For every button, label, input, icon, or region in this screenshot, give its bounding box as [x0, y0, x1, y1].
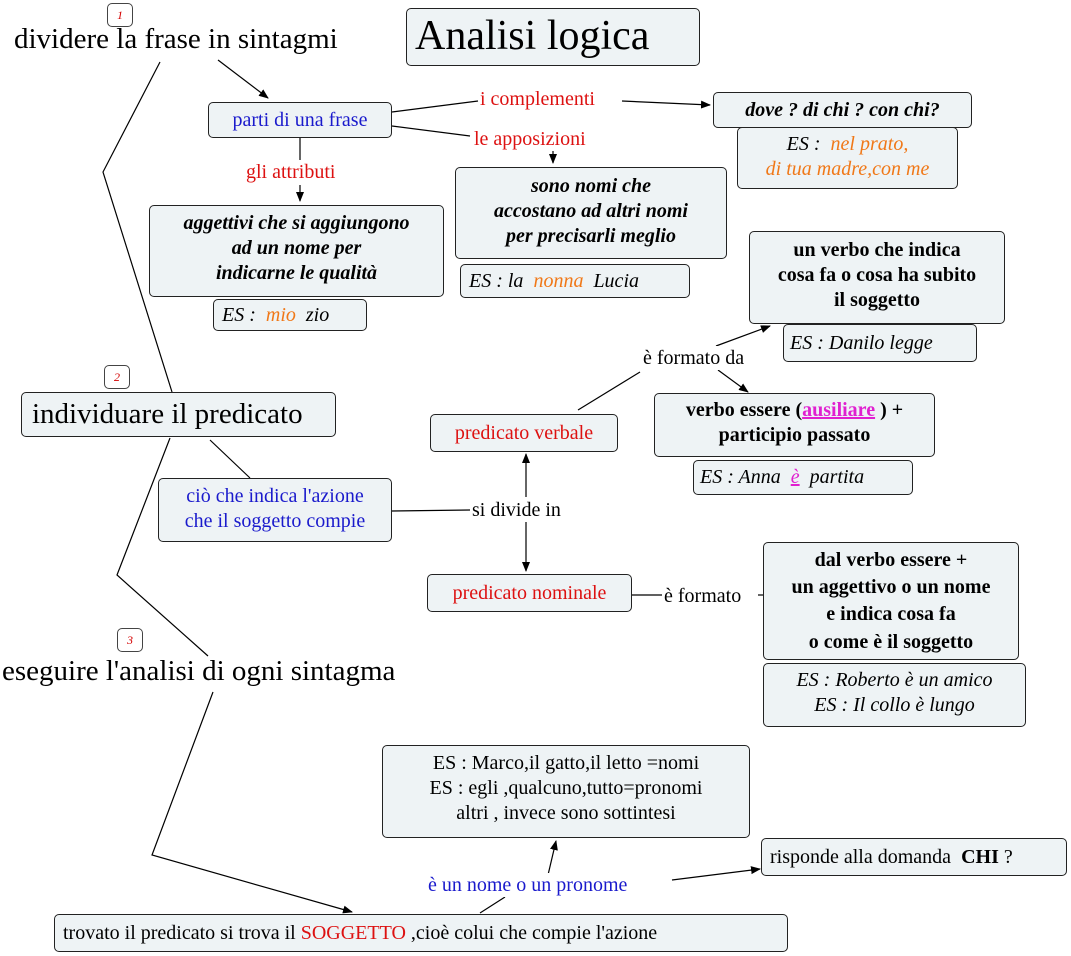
domanda-word: CHI: [961, 846, 999, 868]
apposizioni-es-prefix: ES : la: [469, 270, 524, 292]
nominale-box-line-1: dal verbo essere +: [814, 549, 968, 571]
verbo-example-box: ES : Danilo legge: [783, 324, 977, 362]
step-3-text: eseguire l'analisi di ogni sintagma: [2, 655, 396, 687]
nominale-es-line-2: ES : Il collo è lungo: [814, 694, 975, 716]
attributi-es-prefix: ES :: [222, 304, 256, 326]
nominale-box-line-2: un aggettivo o un nome: [791, 576, 991, 599]
line-step1-parti: [217, 59, 269, 99]
complementi-es-prefix: ES :: [786, 133, 821, 155]
line-azione-divide: [391, 509, 471, 512]
verbo-box: un verbo che indica cosa fa o cosa ha su…: [749, 231, 1005, 324]
essere-line-1-post: ) +: [875, 399, 904, 421]
line-step3-trovato: [151, 691, 353, 914]
step-1-text: dividere la frase in sintagmi: [14, 23, 338, 55]
attributi-line-3: indicarne le qualità: [215, 262, 378, 284]
verbo-essere-example-box: ES : Anna è partita: [693, 460, 913, 495]
essere-es-prefix: ES : Anna: [700, 466, 781, 488]
line-verbale-formato: [577, 371, 641, 411]
attributi-box: aggettivi che si aggiungono ad un nome p…: [149, 205, 444, 297]
page-title: Analisi logica: [406, 8, 700, 66]
apposizioni-example-box: ES : la nonna Lucia: [460, 264, 690, 298]
apposizioni-es-word: nonna: [533, 270, 584, 292]
attributi-example-box: ES : mio zio: [213, 299, 367, 331]
line-nome-es: [547, 840, 558, 876]
complementi-es-line2: di tua madre,con me: [765, 158, 930, 180]
line-formato-verbo: [715, 325, 771, 347]
trovato-soggetto-box: trovato il predicato si trova il SOGGETT…: [54, 914, 788, 952]
soggetto-example-box: ES : Marco,il gatto,il letto =nomi ES : …: [382, 745, 750, 838]
trovato-word: SOGGETTO: [300, 922, 406, 944]
apposizioni-line-1: sono nomi che: [530, 175, 652, 197]
step-2-box: individuare il predicato: [21, 392, 336, 437]
attributi-es-word: mio: [265, 304, 296, 326]
soggetto-es-line-1: ES : Marco,il gatto,il letto =nomi: [432, 752, 700, 774]
step-number-3: 3: [117, 628, 143, 652]
attributi-line-1: aggettivi che si aggiungono: [183, 212, 410, 234]
line-step2-azione: [209, 439, 251, 479]
verbo-line-3: il soggetto: [833, 289, 921, 311]
complementi-example-box: ES : nel prato, di tua madre,con me: [737, 127, 958, 189]
essere-line-1-pre: verbo essere (: [685, 399, 803, 421]
soggetto-es-line-2: ES : egli ,qualcuno,tutto=pronomi: [429, 777, 703, 799]
soggetto-es-line-3: altri , invece sono sottintesi: [456, 802, 676, 824]
label-i-complementi: i complementi: [480, 87, 595, 111]
azione-line-1: ciò che indica l'azione: [186, 485, 364, 507]
step-number-1: 1: [107, 3, 133, 27]
label-nome-o-pronome: è un nome o un pronome: [428, 873, 628, 897]
azione-box: ciò che indica l'azione che il soggetto …: [158, 478, 392, 542]
apposizioni-box: sono nomi che accostano ad altri nomi pe…: [455, 167, 727, 259]
label-e-formato-da: è formato da: [643, 346, 745, 370]
line-trovato-nome: [479, 896, 506, 914]
ausiliare-link[interactable]: ausiliare: [802, 399, 876, 421]
line-formato-essere: [717, 369, 749, 393]
azione-line-2: che il soggetto compie: [184, 510, 366, 532]
essere-es-word[interactable]: è: [790, 466, 800, 488]
predicato-verbale-box: predicato verbale: [430, 414, 618, 452]
nominale-box-line-3: e indica cosa fa: [826, 603, 956, 626]
domanda-suffix: ?: [1003, 846, 1013, 868]
verbo-essere-box: verbo essere (ausiliare ) + participio p…: [654, 393, 935, 457]
domanda-prefix: risponde alla domanda: [770, 846, 952, 868]
label-le-apposizioni: le apposizioni: [474, 127, 586, 151]
verbo-line-1: un verbo che indica: [793, 239, 961, 261]
complementi-box: dove ? di chi ? con chi?: [713, 92, 972, 128]
line-step2-step3: [116, 437, 209, 657]
line-parti-apposizioni: [391, 125, 471, 137]
label-e-formato: è formato: [664, 584, 742, 608]
attributi-line-2: ad un nome per: [231, 237, 362, 259]
predicato-nominale-box: predicato nominale: [427, 574, 632, 612]
label-si-divide-in: si divide in: [472, 498, 561, 522]
verbo-line-2: cosa fa o cosa ha subito: [777, 264, 977, 286]
line-parti-complementi: [391, 100, 479, 113]
line-nome-domanda: [671, 866, 761, 881]
domanda-chi-box: risponde alla domanda CHI ?: [761, 838, 1067, 876]
parti-di-una-frase-box: parti di una frase: [208, 102, 392, 138]
essere-es-suffix: partita: [809, 466, 865, 488]
essere-line-2: participio passato: [718, 424, 871, 446]
apposizioni-line-2: accostano ad altri nomi: [494, 200, 688, 222]
trovato-suffix: ,cioè colui che compie l'azione: [410, 922, 658, 944]
line-complementi-box: [621, 100, 711, 109]
apposizioni-line-3: per precisarli meglio: [506, 225, 676, 247]
nominale-description-box: dal verbo essere + un aggettivo o un nom…: [763, 542, 1019, 660]
line-step1-step2: [102, 61, 173, 393]
attributi-es-suffix: zio: [305, 304, 330, 326]
step-number-2: 2: [104, 365, 130, 389]
nominale-example-box: ES : Roberto è un amico ES : Il collo è …: [763, 663, 1026, 727]
trovato-prefix: trovato il predicato si trova il: [63, 922, 296, 944]
nominale-es-line-1: ES : Roberto è un amico: [796, 669, 993, 691]
apposizioni-es-suffix: Lucia: [593, 270, 639, 292]
complementi-es-line1: nel prato,: [830, 133, 909, 155]
label-gli-attributi: gli attributi: [246, 160, 336, 184]
nominale-box-line-4: o come è il soggetto: [808, 630, 974, 653]
